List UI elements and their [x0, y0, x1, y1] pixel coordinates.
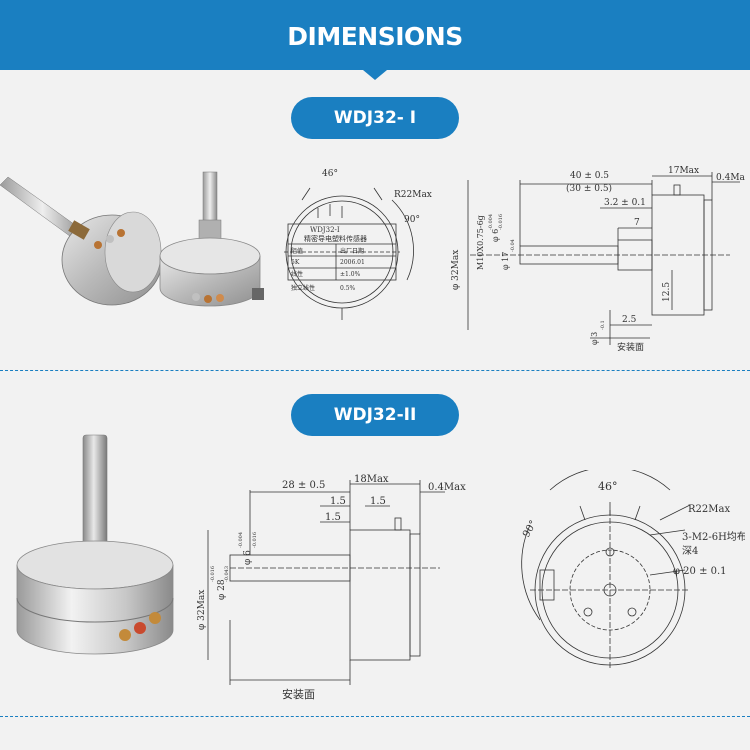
front-view-drawing-wdj32-1: 46° R22Max 90° WDJ32-I 精密导电塑料传感器 阻值 出厂日期…	[284, 169, 432, 320]
dim-shaft-tol-b: -0.016	[498, 214, 504, 230]
dim-b: 1.5	[370, 496, 386, 507]
holes-label: 3-M2-6H均布	[682, 531, 745, 543]
depth-label: 深4	[682, 545, 698, 557]
dim-c: 1.5	[325, 512, 341, 523]
dim-inner-tol-a: -0.016	[210, 566, 216, 582]
dim-body: 18Max	[354, 474, 389, 485]
dim-bushing: φ 17	[501, 252, 510, 270]
angle-90-label: 90°	[404, 215, 420, 225]
dim-inner: φ 28	[217, 579, 227, 600]
front-view-drawing-wdj32-2: 46° R22Max 90° 3-M2-6H均布 深4 φ 20 ± 0.1	[521, 470, 745, 670]
section-divider	[0, 716, 750, 717]
plate-row1-value: 5K	[291, 259, 300, 266]
angle-46-label: 46°	[322, 169, 338, 179]
angle-90-label: 90°	[521, 519, 539, 540]
plate-title: 精密导电塑料传感器	[304, 234, 367, 243]
circle-diameter-label: φ 20 ± 0.1	[673, 566, 727, 577]
plate-row1-date: 2006.01	[340, 259, 365, 266]
plate-row3-left: 独立线性	[291, 284, 315, 292]
dim-bushing-tol: -0.04	[510, 239, 516, 252]
mount-face-label: 安装面	[282, 687, 315, 701]
dim-small-phi: φ 3	[590, 332, 599, 345]
plate-row2-left: 线性	[291, 270, 303, 278]
radius-label: R22Max	[688, 504, 730, 515]
plate-model: WDJ32-I	[310, 226, 340, 234]
dim-shaft-tol-a: -0.004	[238, 532, 244, 548]
dim-length-alt: (30 ± 0.5)	[566, 183, 612, 194]
product-photo-wdj32-2	[16, 434, 174, 655]
dim-body: 17Max	[668, 166, 699, 176]
plate-row2-value: ±1.0%	[340, 271, 361, 278]
dim-inner-tol-b: -0.043	[224, 566, 230, 582]
dim-step: 3.2 ± 0.1	[604, 198, 646, 208]
dim-thread: M10X0.75-6g	[476, 215, 485, 270]
angle-46-label: 46°	[598, 480, 618, 493]
section-label-wdj32-2: WDJ32-II	[291, 394, 459, 436]
dim-shaft-tol-a: -0.004	[488, 214, 494, 230]
page-title: DIMENSIONS	[287, 22, 463, 51]
product-photo-wdj32-1	[0, 171, 264, 307]
dim-seven: 7	[634, 218, 640, 228]
potentiometer-upright-image	[159, 171, 264, 307]
radius-label: R22Max	[394, 190, 432, 200]
dim-small: 2.5	[622, 315, 637, 325]
side-view-drawing-wdj32-1: 40 ± 0.5 (30 ± 0.5) 17Max 0.4Max 3.2 ± 0…	[451, 166, 745, 353]
dim-height: 12.5	[662, 282, 672, 302]
dim-diameter: φ 32Max	[197, 590, 207, 630]
dim-shaft: φ 6	[243, 550, 253, 565]
section-divider	[0, 370, 750, 371]
mount-face-label: 安装面	[617, 341, 644, 353]
dim-small-phi-tol: -0.1	[600, 320, 606, 330]
dim-length: 28 ± 0.5	[282, 480, 325, 491]
dim-diameter: φ 32Max	[451, 250, 461, 290]
plate-row3-value: 0.5%	[340, 285, 356, 292]
potentiometer-angled-image	[0, 176, 163, 306]
section-label-wdj32-1: WDJ32- I	[291, 97, 459, 139]
dim-shaft-tol-b: -0.016	[252, 532, 258, 548]
dim-length: 40 ± 0.5	[570, 171, 609, 181]
plate-row1-right: 出厂日期	[340, 247, 364, 255]
header-banner: DIMENSIONS	[0, 0, 750, 70]
dim-shaft: φ 6	[491, 229, 500, 242]
side-view-drawing-wdj32-2: 28 ± 0.5 18Max 0.4Max 1.5 1.5 1.5 φ 32Ma…	[197, 474, 466, 701]
dim-gap: 0.4Max	[428, 482, 466, 493]
dim-gap: 0.4Max	[716, 173, 745, 183]
dim-a: 1.5	[330, 496, 346, 507]
plate-row1-left: 阻值	[291, 247, 303, 255]
header-notch	[363, 70, 387, 80]
